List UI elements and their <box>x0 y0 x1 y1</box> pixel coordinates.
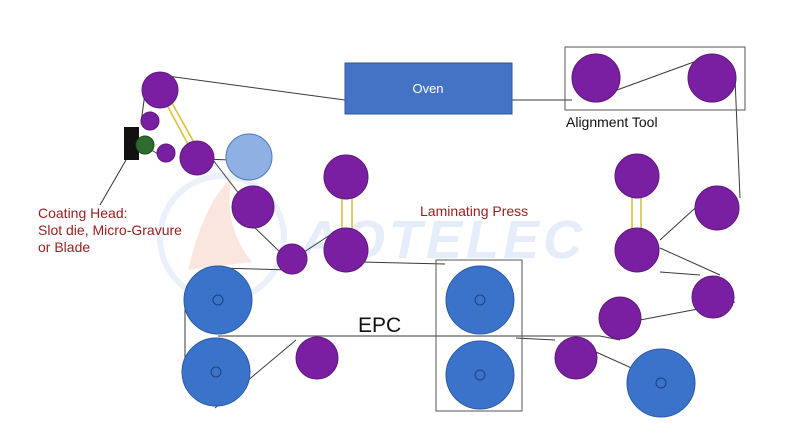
web-segment <box>159 74 346 101</box>
oven-box <box>344 62 513 115</box>
web-segment <box>659 247 721 276</box>
roll-core <box>655 377 667 389</box>
coating-head-label-line1: Coating Head: <box>38 205 128 221</box>
alignment-roller-left <box>571 53 621 103</box>
coating-head-leader-line <box>99 159 127 206</box>
oven-unit: Oven <box>344 62 513 115</box>
laminating-press-label: Laminating Press <box>420 203 528 219</box>
nip-line <box>166 104 191 149</box>
coating-roller <box>135 135 155 155</box>
roller <box>614 227 660 273</box>
watermark-flame <box>188 178 252 270</box>
big-blue-roll <box>181 337 251 407</box>
roller <box>691 275 735 319</box>
coating-head-label-line2: Slot die, Micro-Gravure <box>38 222 182 238</box>
roller <box>156 143 176 163</box>
coating-head-label-line3: or Blade <box>38 239 90 255</box>
web-segment <box>212 159 241 196</box>
big-blue-roll <box>183 265 253 335</box>
roller <box>554 336 598 380</box>
left-roller-group <box>140 71 369 275</box>
laminating-press: Laminating Press <box>420 203 528 412</box>
right-roller-group <box>554 153 740 418</box>
press-roll-bottom <box>445 340 515 410</box>
epc-label: EPC <box>358 314 401 337</box>
roller <box>694 185 740 231</box>
roller <box>276 243 308 275</box>
roller <box>140 111 160 131</box>
laminating-press-frame <box>435 259 523 412</box>
press-roll-top <box>445 265 515 335</box>
roller <box>295 336 339 380</box>
roller <box>598 296 642 340</box>
roll-core <box>474 369 486 381</box>
web-segment <box>734 77 741 199</box>
web-segment <box>595 351 637 371</box>
web-segment <box>599 335 621 341</box>
nip-lines <box>166 102 642 232</box>
web-segment <box>251 224 283 255</box>
roll-core <box>474 294 486 306</box>
nip-line <box>171 102 197 147</box>
roller <box>323 227 369 273</box>
roller <box>141 71 179 109</box>
coating-head: Coating Head: Slot die, Micro-Gravure or… <box>38 127 182 255</box>
alignment-tool-label: Alignment Tool <box>566 114 658 130</box>
roller <box>323 154 369 200</box>
alignment-tool-frame <box>564 46 746 111</box>
roll-core <box>212 294 224 306</box>
roller <box>614 153 660 199</box>
roll-core <box>210 366 222 378</box>
coating-backing-roller <box>225 133 273 181</box>
roller <box>231 185 275 229</box>
alignment-tool: Alignment Tool <box>564 46 746 130</box>
coating-head-block <box>124 127 139 160</box>
big-blue-roll <box>626 348 696 418</box>
web-segment <box>659 271 701 276</box>
oven-label: Oven <box>412 81 443 96</box>
roller <box>179 140 215 176</box>
alignment-roller-right <box>687 53 737 103</box>
web-segment <box>359 261 446 265</box>
left-unwind-rewind-rolls <box>181 265 339 407</box>
